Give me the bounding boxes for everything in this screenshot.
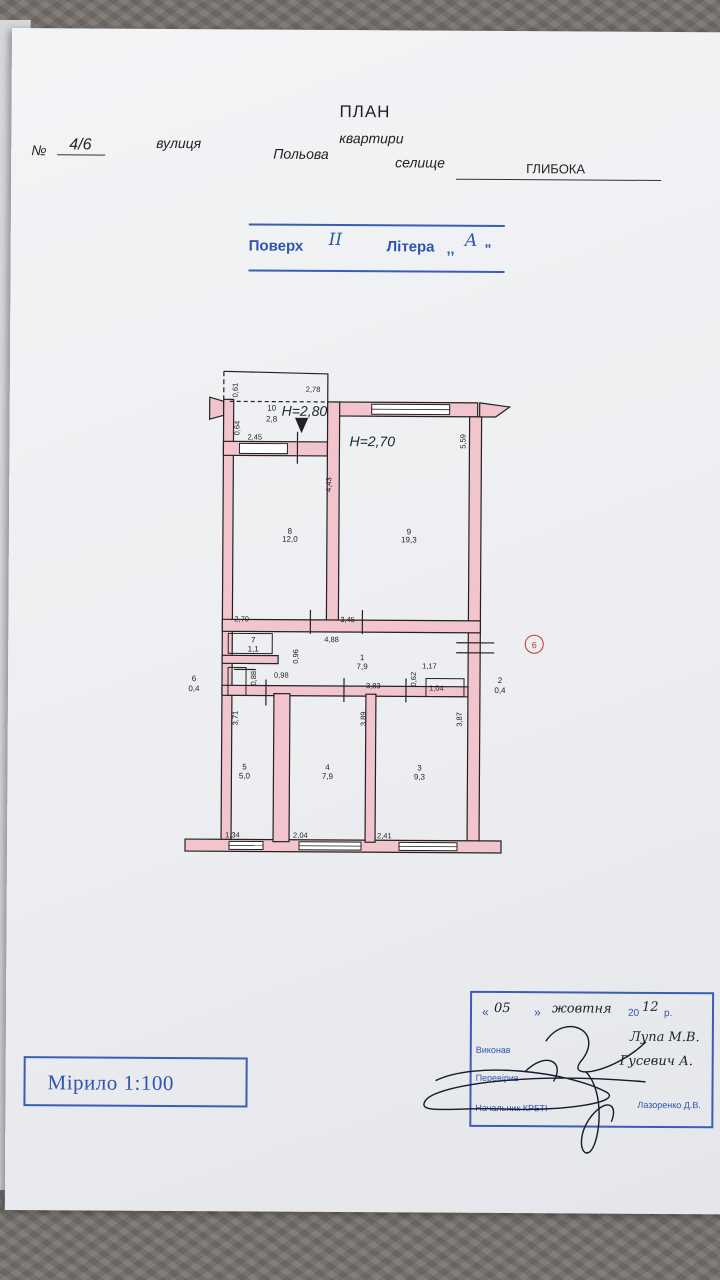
room-6-box	[227, 666, 247, 696]
dim-7: 3,45	[340, 615, 355, 624]
room-8-area: 12,0	[282, 535, 298, 544]
window-balcony	[238, 442, 288, 455]
room-7-box	[227, 632, 273, 655]
dim-14: 3,83	[366, 681, 381, 690]
dim-13: 0,62	[409, 672, 418, 687]
dim-11: 0,88	[249, 671, 258, 686]
dim-19: 1,34	[225, 830, 240, 839]
room-10-number: 10	[267, 404, 277, 413]
dim-8: 4,88	[324, 635, 339, 644]
room-2-number: 2	[498, 676, 503, 685]
wall-4-3	[364, 693, 377, 843]
room-7-area: 1,1	[248, 644, 260, 653]
room-1-area: 7,9	[357, 662, 369, 671]
room-3-number: 3	[417, 763, 422, 772]
room-6-number: 6	[192, 674, 197, 683]
room-5-number: 5	[242, 762, 247, 771]
marker-number: 6	[532, 640, 537, 650]
room-height: Н=2,70	[349, 433, 395, 449]
dim-3: 2,45	[247, 432, 262, 441]
wall-corridor-top	[221, 618, 481, 634]
signature-scribbles	[423, 1025, 647, 1154]
dim-20: 2,04	[293, 831, 308, 840]
dim-9: 0,96	[291, 649, 300, 664]
room-4-area: 7,9	[322, 772, 334, 781]
handwritten-signatures	[423, 1025, 647, 1154]
room-4-number: 4	[325, 763, 330, 772]
dim-16: 3,71	[231, 711, 240, 726]
room-7-number: 7	[251, 635, 256, 644]
dim-18: 3,87	[455, 712, 464, 727]
dim-21: 2,41	[377, 831, 392, 840]
room-2-box	[425, 678, 465, 698]
floor-plan: 8 12,0 9 19,3 10 2,8 1 7,9 7 1,1 6 0,4 2…	[184, 370, 544, 854]
wall-5-4	[272, 693, 291, 843]
balcony-outline	[223, 370, 329, 402]
room-8-number: 8	[288, 527, 293, 536]
room-9-area: 19,3	[401, 535, 417, 544]
room-3-area: 9,3	[414, 772, 426, 781]
dim-5: 5,59	[458, 434, 467, 449]
balcony-door-arrow	[295, 417, 309, 434]
wall-corner-right-top	[479, 402, 512, 418]
dim-4: 4,43	[324, 477, 333, 492]
dim-0: 0,61	[231, 383, 240, 398]
dim-2: 0,64	[233, 421, 242, 436]
dim-10: 0,98	[274, 671, 289, 680]
dim-17: 3,89	[359, 712, 368, 727]
room-5-area: 5,0	[239, 771, 251, 780]
room-9-number: 9	[407, 527, 412, 536]
wall-7-bottom	[221, 654, 279, 665]
room-1-number: 1	[360, 653, 365, 662]
room-10-area: 2,8	[266, 415, 278, 424]
balcony-height: Н=2,80	[282, 403, 328, 419]
dim-15: 1,04	[429, 684, 444, 693]
dim-6: 2,70	[234, 614, 249, 623]
marker-circle	[524, 634, 544, 654]
room-2-area: 0,4	[494, 686, 506, 695]
document-page: ПЛАН квартири № 4/6 вулиця Польова селищ…	[4, 28, 720, 1215]
dim-12: 1,17	[422, 662, 437, 671]
room-6-area: 0,4	[188, 684, 200, 693]
dim-1: 2,78	[306, 385, 321, 394]
